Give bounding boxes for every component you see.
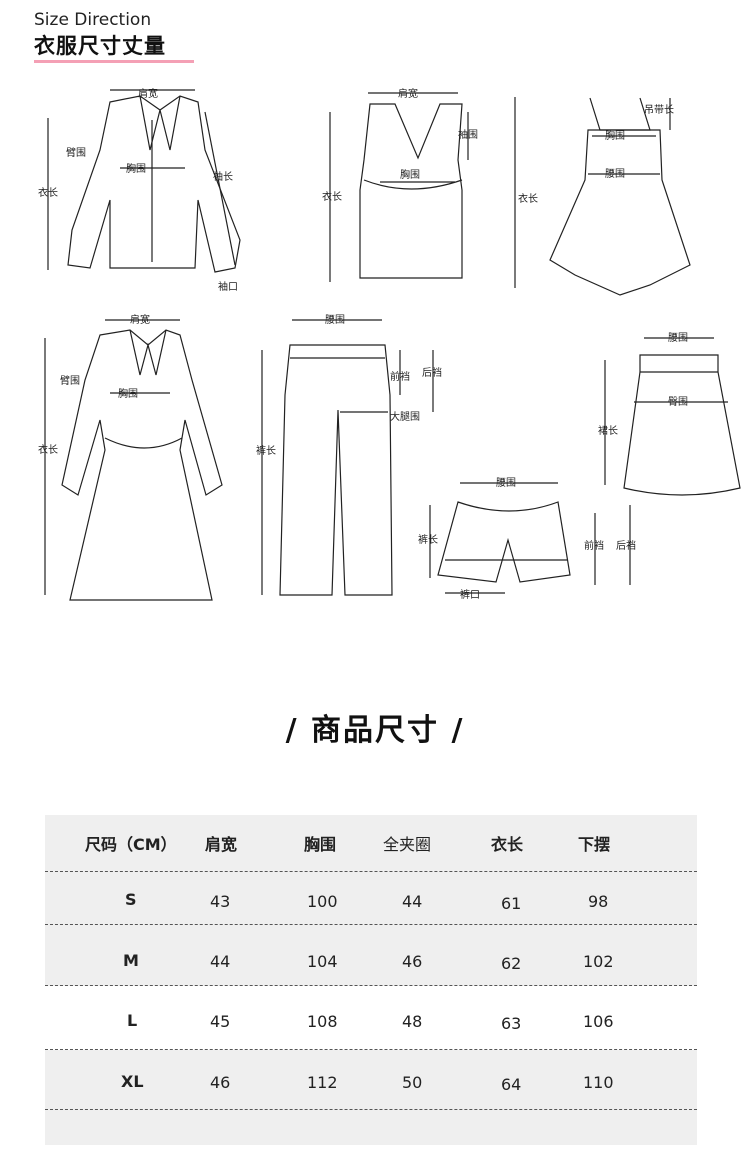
cell-shoulder: 46 (210, 1073, 231, 1092)
coat-arm-label: 臂围 (60, 374, 80, 387)
vest-chest-label: 胸围 (400, 168, 420, 181)
vest-figure (329, 92, 469, 282)
cell-size: XL (121, 1072, 144, 1091)
pants-length-label: 裤长 (256, 444, 276, 457)
skirt-hip-label: 臀围 (668, 396, 688, 408)
skirt-length-label: 裙长 (598, 424, 618, 437)
cell-chest: 112 (307, 1073, 338, 1092)
table-header-bg (45, 815, 697, 872)
table-header: 尺码（CM） 肩宽 胸围 全夹圈 衣长 下摆 (45, 815, 697, 871)
dress-figure (514, 97, 691, 296)
cell-armhole: 50 (402, 1073, 423, 1092)
table-footer-band (45, 1110, 697, 1145)
pants-back-rise-label: 后裆 (422, 366, 442, 379)
cell-armhole: 44 (402, 892, 423, 911)
table-row: XL 46 112 50 64 110 (45, 1050, 697, 1110)
shorts-back-rise-label: 后裆 (616, 539, 636, 552)
header-underline (34, 60, 194, 63)
cell-hem: 110 (583, 1073, 614, 1092)
measurement-diagram: 肩宽 臂围 胸围 衣长 袖长 袖口 肩宽 袖围 胸围 衣长 吊带长 胸围 腰围 … (38, 87, 741, 601)
dress-strap-label: 吊带长 (644, 104, 674, 116)
pants-front-rise-label: 前裆 (390, 370, 410, 383)
shorts-front-rise-label: 前裆 (584, 539, 604, 552)
shirt-cuff-label: 袖口 (218, 280, 238, 293)
shorts-waist-label: 腰围 (496, 477, 516, 489)
dress-length-label: 衣长 (518, 192, 538, 205)
th-chest: 胸围 (304, 835, 337, 854)
shorts-length-label: 裤长 (418, 533, 438, 546)
header-title-zh: 衣服尺寸丈量 (34, 34, 166, 58)
cell-length: 62 (501, 954, 522, 973)
coat-shoulder-label: 肩宽 (130, 313, 150, 326)
skirt-figure (604, 337, 741, 496)
th-shoulder: 肩宽 (205, 835, 238, 854)
shirt-sleeve-label: 袖长 (213, 170, 233, 183)
pants-waist-label: 腰围 (325, 314, 345, 326)
cell-shoulder: 44 (210, 952, 231, 971)
header-title-en: Size Direction (34, 10, 152, 30)
th-length: 衣长 (491, 835, 524, 854)
table-row: L 45 108 48 63 106 (45, 986, 697, 1050)
cell-length: 64 (501, 1075, 522, 1094)
th-armhole: 全夹圈 (383, 835, 432, 854)
cell-armhole: 48 (402, 1012, 423, 1031)
shirt-shoulder-label: 肩宽 (138, 87, 158, 100)
section-title: / 商品尺寸 / (285, 713, 465, 748)
cell-chest: 100 (307, 892, 338, 911)
vest-shoulder-label: 肩宽 (398, 87, 418, 100)
shirt-chest-label: 胸围 (126, 162, 146, 175)
table-row: M 44 104 46 62 102 (45, 925, 697, 986)
cell-length: 63 (501, 1014, 522, 1033)
cell-chest: 108 (307, 1012, 338, 1031)
cell-size: M (123, 951, 139, 970)
coat-figure (44, 319, 223, 601)
skirt-waist-label: 腰围 (668, 332, 688, 344)
cell-size: L (127, 1011, 138, 1030)
vest-armhole-label: 袖围 (458, 128, 478, 141)
pants-figure (261, 319, 434, 596)
cell-hem: 106 (583, 1012, 614, 1031)
cell-size: S (125, 890, 137, 909)
dress-chest-label: 胸围 (605, 129, 625, 142)
th-hem: 下摆 (578, 835, 611, 854)
cell-armhole: 46 (402, 952, 423, 971)
table-row: S 43 100 44 61 98 (45, 872, 697, 925)
coat-chest-label: 胸围 (118, 387, 138, 400)
shirt-figure (47, 89, 241, 273)
shorts-hem-label: 裤口 (460, 588, 480, 601)
pants-thigh-label: 大腿围 (390, 410, 420, 423)
vest-length-label: 衣长 (322, 190, 342, 203)
cell-length: 61 (501, 894, 522, 913)
cell-chest: 104 (307, 952, 338, 971)
shorts-figure (429, 482, 631, 594)
shirt-length-label: 衣长 (38, 186, 58, 199)
cell-hem: 98 (588, 892, 609, 911)
shirt-arm-label: 臂围 (66, 146, 86, 159)
cell-hem: 102 (583, 952, 614, 971)
coat-length-label: 衣长 (38, 443, 58, 456)
dress-waist-label: 腰围 (605, 168, 625, 180)
cell-shoulder: 43 (210, 892, 231, 911)
th-size: 尺码（CM） (85, 835, 177, 854)
cell-shoulder: 45 (210, 1012, 231, 1031)
